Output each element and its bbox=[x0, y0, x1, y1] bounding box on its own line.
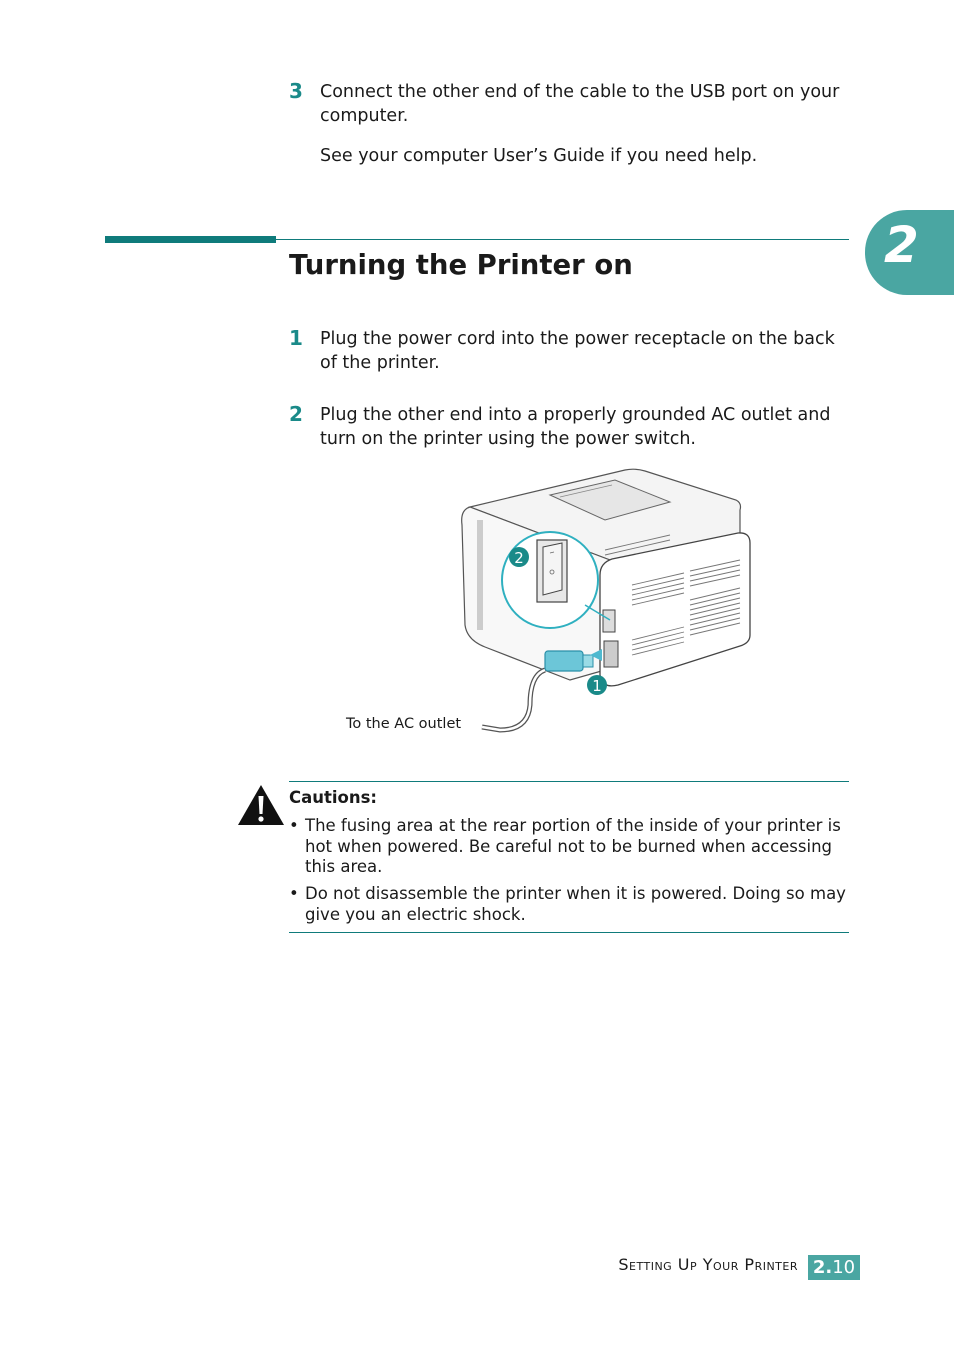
caution-bullet-1-text: The fusing area at the rear portion of t… bbox=[305, 816, 841, 876]
printer-rear-illustration: 2 1 bbox=[461, 468, 751, 733]
callout-power-cord: 1 bbox=[592, 677, 602, 695]
step-3-note: See your computer User’s Guide if you ne… bbox=[320, 146, 758, 166]
callout-power-switch: 2 bbox=[514, 549, 524, 567]
caution-top-rule bbox=[289, 781, 849, 782]
step-number-3: 3 bbox=[289, 79, 303, 103]
page-number: 10 bbox=[832, 1257, 856, 1278]
page-number-box: 2.10 bbox=[808, 1255, 860, 1280]
step-3-text: Connect the other end of the cable to th… bbox=[320, 82, 840, 126]
caution-bullet-2: • Do not disassemble the printer when it… bbox=[289, 884, 849, 925]
chapter-tab: 2 bbox=[865, 210, 954, 295]
chapter-number: 2 bbox=[884, 216, 919, 274]
page-chapter: 2. bbox=[812, 1257, 833, 1278]
caution-bullet-1: • The fusing area at the rear portion of… bbox=[289, 816, 849, 878]
caution-bottom-rule bbox=[289, 932, 849, 933]
heading-rule bbox=[276, 239, 849, 240]
outlet-label: To the AC outlet bbox=[346, 716, 462, 732]
caution-bullet-2-text: Do not disassemble the printer when it i… bbox=[305, 884, 846, 924]
caution-title: Cautions: bbox=[289, 788, 378, 807]
step-number-1: 1 bbox=[289, 326, 303, 350]
step-2-text: Plug the other end into a properly groun… bbox=[320, 405, 831, 449]
warning-icon bbox=[238, 785, 284, 825]
heading-accent-bar bbox=[105, 236, 276, 243]
section-title: Turning the Printer on bbox=[289, 249, 633, 281]
step-number-2: 2 bbox=[289, 402, 303, 426]
step-1-text: Plug the power cord into the power recep… bbox=[320, 329, 835, 373]
footer-section-name: Setting Up Your Printer bbox=[618, 1255, 798, 1274]
